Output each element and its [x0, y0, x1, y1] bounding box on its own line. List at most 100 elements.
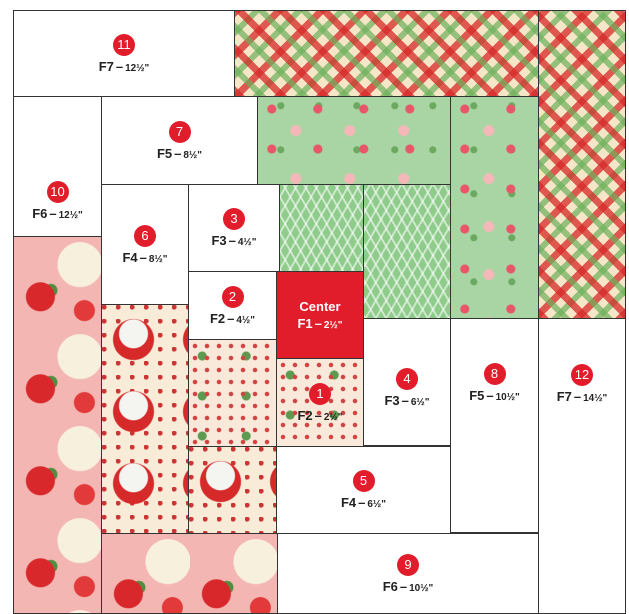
- piece-8-text: F5–10½": [469, 388, 520, 403]
- piece-11-dash: –: [116, 59, 123, 74]
- piece-10-number-badge: 10: [47, 181, 69, 203]
- piece-8-fabric-mint: [450, 96, 539, 319]
- piece-5-number-badge: 5: [353, 470, 375, 492]
- piece-4-label-block: 4 F3–6½": [363, 318, 451, 446]
- piece-11-fabric-plaid: [234, 10, 539, 97]
- piece-2-label-block: 2 F2–4½": [188, 271, 277, 340]
- piece-12-code: F7: [557, 389, 572, 404]
- piece-5-label-block: 5 F4–6½": [276, 446, 451, 534]
- piece-10-fabric-poinsettia: [13, 236, 102, 614]
- piece-12-fabric-plaid: [538, 10, 626, 319]
- piece-3-fabric-zigzag: [279, 184, 364, 272]
- piece-9-text: F6–10½": [383, 579, 434, 594]
- piece-7-code: F5: [157, 146, 172, 161]
- piece-2-label: 2 F2–4½": [189, 286, 276, 326]
- piece-3-label: 3 F3–4½": [189, 208, 279, 248]
- piece-1-block: 1 F2–2½": [276, 358, 364, 447]
- piece-6-fabric-santa: [101, 304, 189, 534]
- piece-10-code: F6: [32, 206, 47, 221]
- piece-7-size: 8½": [183, 150, 202, 161]
- piece-6-code: F4: [122, 250, 137, 265]
- piece-12-dash: –: [574, 389, 581, 404]
- center-piece: Center F1–2½": [276, 271, 364, 359]
- piece-2-dash: –: [227, 311, 234, 326]
- piece-8-size: 10½": [496, 392, 520, 403]
- piece-9-code: F6: [383, 579, 398, 594]
- piece-10-dash: –: [49, 206, 56, 221]
- center-label: Center F1–2½": [277, 299, 363, 331]
- piece-7-text: F5–8½": [157, 146, 202, 161]
- piece-1-code: F2: [297, 408, 312, 423]
- piece-10-size: 12½": [59, 210, 83, 221]
- piece-8-label: 8 F5–10½": [451, 363, 538, 403]
- center-size: 2½": [324, 320, 343, 331]
- piece-3-code: F3: [211, 233, 226, 248]
- piece-8-number-badge: 8: [484, 363, 506, 385]
- piece-8-code: F5: [469, 388, 484, 403]
- piece-6-text: F4–8½": [122, 250, 167, 265]
- piece-10-text: F6–12½": [32, 206, 83, 221]
- piece-5-dash: –: [358, 495, 365, 510]
- piece-3-size: 4½": [238, 237, 257, 248]
- piece-12-size: 14½": [583, 393, 607, 404]
- piece-6-label: 6 F4–8½": [102, 225, 188, 265]
- piece-4-label: 4 F3–6½": [364, 368, 450, 408]
- piece-5-fabric-santa: [188, 446, 277, 534]
- piece-6-dash: –: [140, 250, 147, 265]
- piece-12-text: F7–14½": [557, 389, 608, 404]
- piece-9-number-badge: 9: [397, 554, 419, 576]
- piece-3-text: F3–4½": [211, 233, 256, 248]
- piece-11-label-block: 11 F7–12½": [13, 10, 235, 97]
- piece-5-size: 6½": [367, 499, 386, 510]
- piece-1-dash: –: [315, 408, 322, 423]
- piece-9-size: 10½": [409, 583, 433, 594]
- piece-12-label: 12 F7–14½": [539, 364, 625, 404]
- piece-9-fabric-poinsettia: [101, 533, 278, 614]
- piece-10-label-block: 10 F6–12½": [13, 96, 102, 237]
- piece-3-label-block: 3 F3–4½": [188, 184, 280, 272]
- piece-9-label: 9 F6–10½": [278, 554, 538, 594]
- center-word: Center: [299, 299, 340, 314]
- piece-5-code: F4: [341, 495, 356, 510]
- piece-12-number-badge: 12: [571, 364, 593, 386]
- piece-8-label-block: 8 F5–10½": [450, 318, 539, 533]
- piece-4-text: F3–6½": [384, 393, 429, 408]
- piece-7-label: 7 F5–8½": [102, 121, 257, 161]
- center-code: F1: [297, 316, 312, 331]
- piece-3-dash: –: [229, 233, 236, 248]
- piece-12-label-block: 12 F7–14½": [538, 318, 626, 614]
- piece-9-label-block: 9 F6–10½": [277, 533, 539, 614]
- piece-1-number-badge: 1: [309, 383, 331, 405]
- piece-11-label: 11 F7–12½": [14, 34, 234, 74]
- piece-5-text: F4–6½": [341, 495, 386, 510]
- piece-11-number-badge: 11: [113, 34, 135, 56]
- piece-2-code: F2: [210, 311, 225, 326]
- piece-8-dash: –: [486, 388, 493, 403]
- piece-9-dash: –: [400, 579, 407, 594]
- piece-1-label: 1 F2–2½": [277, 383, 363, 423]
- piece-7-number-badge: 7: [169, 121, 191, 143]
- piece-2-fabric-dot: [188, 339, 277, 447]
- piece-4-dash: –: [402, 393, 409, 408]
- piece-7-fabric-mint: [257, 96, 451, 185]
- piece-6-number-badge: 6: [134, 225, 156, 247]
- piece-7-dash: –: [174, 146, 181, 161]
- piece-10-label: 10 F6–12½": [14, 181, 101, 221]
- piece-11-text: F7–12½": [99, 59, 150, 74]
- piece-11-size: 12½": [125, 63, 149, 74]
- piece-4-fabric-zigzag: [363, 184, 451, 319]
- center-dash: –: [315, 316, 322, 331]
- piece-6-label-block: 6 F4–8½": [101, 184, 189, 305]
- piece-6-size: 8½": [149, 254, 168, 265]
- piece-1-size: 2½": [324, 412, 343, 423]
- piece-4-number-badge: 4: [396, 368, 418, 390]
- piece-1-text: F2–2½": [297, 408, 342, 423]
- piece-2-size: 4½": [236, 315, 255, 326]
- piece-11-code: F7: [99, 59, 114, 74]
- piece-2-text: F2–4½": [210, 311, 255, 326]
- piece-2-number-badge: 2: [222, 286, 244, 308]
- piece-7-label-block: 7 F5–8½": [101, 96, 258, 185]
- piece-4-code: F3: [384, 393, 399, 408]
- piece-5-label: 5 F4–6½": [277, 470, 450, 510]
